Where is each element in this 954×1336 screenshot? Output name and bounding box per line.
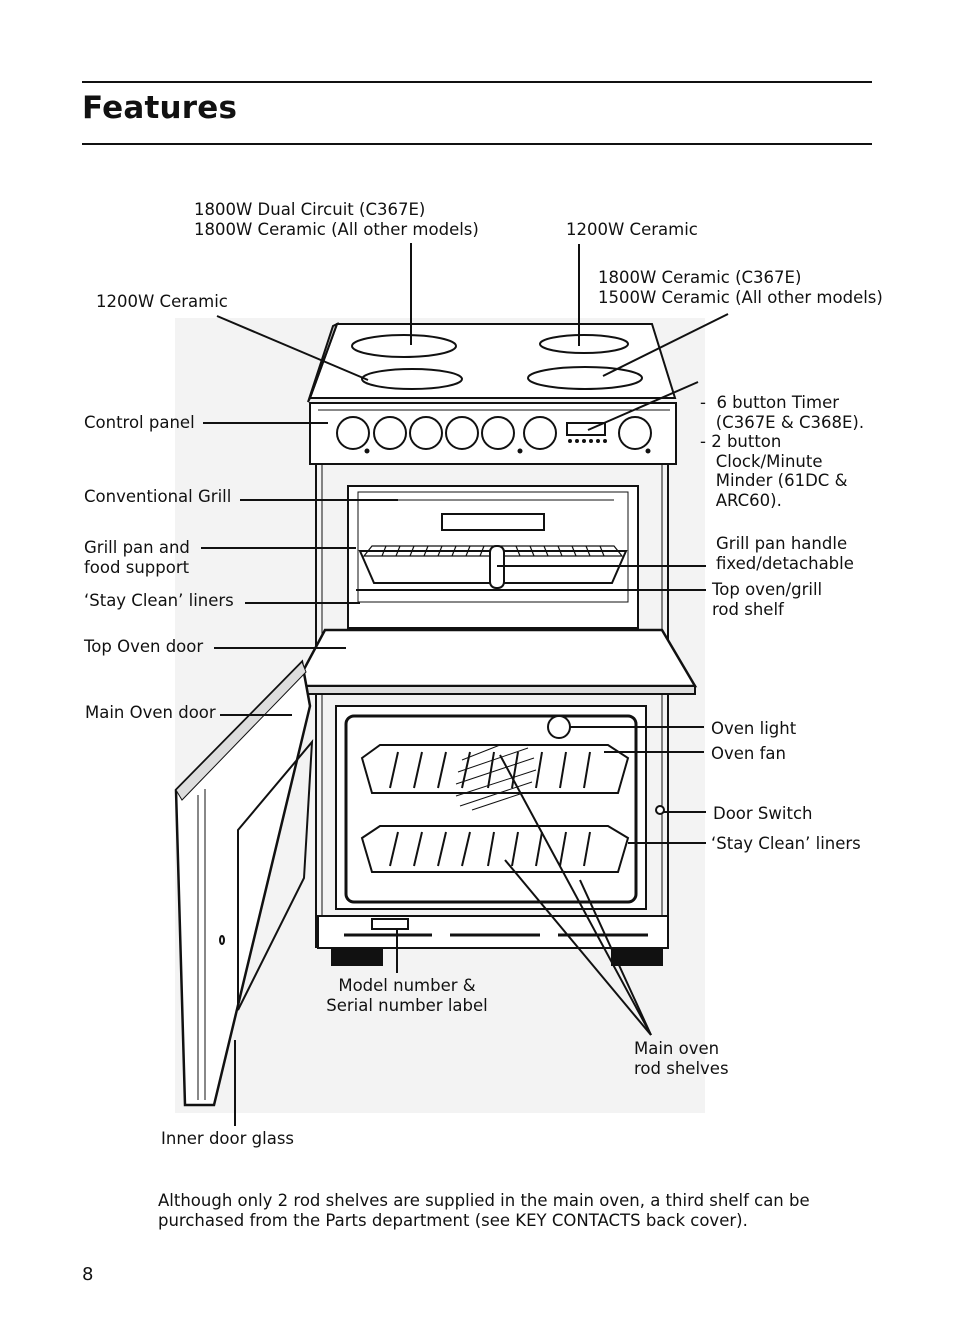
rod-shelf-lower xyxy=(360,825,630,873)
label-oven-light: Oven light xyxy=(711,719,797,738)
label-main-oven-door: Main Oven door xyxy=(85,703,216,722)
oven-light xyxy=(547,715,571,739)
leader-lines xyxy=(201,243,729,1126)
label-door-switch: Door Switch xyxy=(713,804,813,823)
top-rule xyxy=(82,81,872,83)
label-dual-circuit: 1800W Dual Circuit (C367E)1800W Ceramic … xyxy=(194,200,479,239)
label-front-right: 1800W Ceramic (C367E)1500W Ceramic (All … xyxy=(598,268,883,307)
label-timer: - 6 button Timer (C367E & C368E).- 2 but… xyxy=(700,393,865,510)
top-oven-door xyxy=(292,628,698,688)
label-conventional-grill: Conventional Grill xyxy=(84,487,232,506)
title-underline xyxy=(82,143,872,145)
foot-right xyxy=(611,948,663,966)
control-knobs xyxy=(336,416,652,450)
label-stay-clean-top: ‘Stay Clean’ liners xyxy=(84,591,234,610)
label-rear-right: 1200W Ceramic xyxy=(566,220,698,239)
door-switch xyxy=(655,805,665,815)
label-oven-fan: Oven fan xyxy=(711,744,786,763)
label-inner-door-glass: Inner door glass xyxy=(161,1129,295,1148)
main-oven-cavity xyxy=(335,705,647,910)
timer-display xyxy=(566,422,606,436)
control-panel xyxy=(309,402,677,465)
foot-left xyxy=(331,948,383,966)
label-top-oven-door: Top Oven door xyxy=(84,637,204,656)
page-number: 8 xyxy=(82,1264,94,1285)
inner-door-glass xyxy=(237,739,314,1011)
hotplate-front-left xyxy=(361,368,463,390)
label-front-left: 1200W Ceramic xyxy=(96,292,228,311)
hotplate-rear-right xyxy=(539,334,629,354)
serial-label xyxy=(371,918,409,930)
label-stay-clean-main: ‘Stay Clean’ liners xyxy=(711,834,861,853)
hotplate-front-right xyxy=(527,366,643,390)
label-model-number: Model number &Serial number label xyxy=(326,976,488,1015)
label-control-panel: Control panel xyxy=(84,413,195,432)
page-title: Features xyxy=(82,90,238,126)
hotplate-rear-left xyxy=(351,334,457,358)
rod-shelf-upper xyxy=(360,744,630,794)
plinth xyxy=(317,915,669,949)
footnote: Although only 2 rod shelves are supplied… xyxy=(158,1191,810,1230)
grill-element xyxy=(441,513,545,531)
